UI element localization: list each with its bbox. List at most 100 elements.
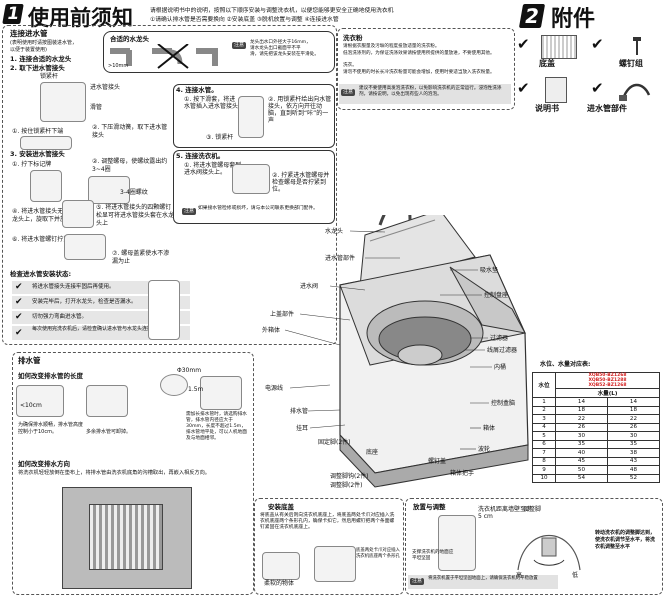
washer-step-1: ①. 将进水管螺母套到进水阀接头上。 [184,162,242,176]
faucet-box-title: 合适的水龙头 [110,35,149,43]
connect-washer-box [173,150,335,224]
water-table-title: 水位、水量对应表: [540,361,591,368]
table-cell: 48 [606,465,661,475]
part-inner-tub: 内桶 [494,364,507,371]
accessory-item-manual: ✔ 说明书 [515,77,583,115]
connect-step-1: ①. 按下滑套，将进水管插入进水管接头 [184,96,239,110]
faucet-note: 龙头出水口外径大于16mm， 请水龙头出口截面平不平 滑，请先把该龙头安装在平滑… [250,40,319,57]
part-drain-hose: 排水管 [290,408,309,415]
detergent-panel [337,28,515,110]
part-pulsator: 波轮 [478,446,491,453]
part-adjust-foot: 调整脚钩(2件) [330,473,369,480]
table-cell: 14 [606,397,661,407]
placement-panel [405,498,663,595]
inlet-connector-label: 进水管接头 [90,84,121,91]
inlet-step-1: 1. 连接合适的水龙头 [10,55,72,63]
slide-pull-label: 滑管 [90,104,103,111]
table-cell: 40 [555,448,608,458]
drain-change-dir: 如何改变排水方向 [18,460,70,468]
table-cell: 35 [606,439,661,449]
table-cell: 30 [555,431,608,441]
part-fixing-bolt: 固定脚(2件) [318,439,351,446]
table-cell: 22 [606,414,661,424]
drain-hose-coil [160,374,188,396]
drain-title: 排水管 [18,356,41,365]
list-item: ✔每次使用完洗衣机后，请检查确认进水管与水龙头连接牢固。 [12,326,190,340]
part-lint-filter: 线屑过滤器 [487,347,518,354]
section-1-header: 1 使用前须知 [2,4,133,30]
table-cell: 7 [532,448,556,458]
part-control-panel: 控制盘座 [484,292,509,299]
bottom-cover-sketch-1 [262,552,300,580]
placement-sketch [438,515,476,571]
thread-label: 3-4圈螺纹 [120,189,148,196]
detergent-line-3: 洗衣。 [343,63,357,68]
detergent-note: 注意 建议不要使用高发泡洗衣粉，以免影响洗衣机的正常运行。浸泡性洗涤剂，请按说明… [339,84,511,104]
tighten-sketch [64,234,106,260]
part-cabinet: 外箱体 [262,327,281,334]
list-item: ✔将进水管接头连接牢固后再使用。 [12,281,190,294]
washer-title: 5. 连接洗衣机。 [176,152,225,160]
part-handle: 箱体把手 [450,470,475,477]
adjust-up: 高 [516,572,523,579]
accessory-label: 螺钉组 [619,59,643,68]
drain-length: 1.5m [188,386,204,393]
part-hook: 挂耳 [296,425,309,432]
drain-washer-sketch [200,376,242,410]
detergent-line-1: 请根据衣服量及污垢的程度投放适量的洗衣粉。 [343,44,440,49]
part-power-cord: 电源线 [265,385,284,392]
check-icon: ✔ [15,328,23,338]
table-cell: 18 [606,405,661,415]
check-icon: ✔ [15,282,23,292]
washer-sketch [232,164,270,194]
inlet-step-b6: ⑥. 将进水管螺钉拧紧 [12,236,70,243]
bottom-cover-label-soft: 柔软的物体 [264,580,295,587]
accessory-label: 底盖 [539,59,555,68]
faucet-box [103,31,335,73]
nut-sketch [30,170,62,202]
list-item: ✔安装完毕后，打开水龙头，检查是否漏水。 [12,296,190,309]
inlet-step-b7: ⑦. 螺母盖紧使水不渗漏为止 [112,250,170,265]
adjust-side-note: 转动洗衣机的调整脚达到，使洗衣机调节至水平，将洗衣机调整至水平 [595,530,656,550]
note-tag: 注意 [182,208,197,215]
accessory-item-bottom-cover: ✔ 底盖 [515,35,583,71]
table-header-volume: 水量(L) [555,388,660,398]
check-title: 检查进水管安装状态: [10,270,72,278]
faucet-illustrations [110,44,218,69]
bottom-cover-label-claws: 底盖两处卡爪对应插入洗衣机底座两个条形孔 [356,548,400,559]
note-tag: 注意 [341,89,356,96]
base-grille [89,504,163,570]
drain-warn-note: 需加长排水管时，请选购排水管，排水管内径应大于30mm，长度不超过1.5m，排水… [186,412,247,441]
table-cell: 4 [532,422,556,432]
inlet-step-b5: ⑤. 将进水管接头的四颗螺钉松显可将进水管接头套在水龙头上 [96,204,175,227]
placement-title: 放置与调整 [413,503,446,511]
table-cell: 9 [532,465,556,475]
accessory-item-inlet-hose: ✔ 进水管部件 [587,77,661,115]
part-faucet: 水龙头 [325,228,344,235]
table-header-models: XQB50-BZ1268 XQB50-BZ1288 XQB52-BZ1268 [555,372,660,389]
connector-sketch-2 [20,136,72,150]
thread-sketch [88,176,130,204]
table-cell: 38 [606,448,661,458]
drain-diameter: Φ30mm [177,367,202,374]
table-cell: 10 [532,473,556,483]
inlet-step-a1: ①. 按住锁紧杆下端 [12,128,64,135]
bottom-cover-icon [541,35,577,59]
check-icon: ✔ [517,35,530,53]
table-cell: 14 [555,397,608,407]
accessory-item-screws: ✔ 螺钉组 [589,35,657,71]
inlet-subtitle: (表明使用时请按图装进水管， 以便于装置使用) [10,40,77,53]
intro-line-2: ①请确认排水管是否需要换向 ②安装底盖 ③脱机放置与调整 ④连接进水管 [150,17,339,23]
drain-bad-sketch [86,385,128,417]
part-base: 底座 [366,449,379,456]
table-cell: 18 [555,405,608,415]
accessories-title: 附件 [551,7,596,32]
inlet-step-b2: ②. 调整螺母，使螺纹露出约3~4圈 [92,158,168,173]
table-cell: 2 [532,405,556,415]
install-connector-title: 3. 安装进水管接头 [10,150,65,158]
accessories-grid: ✔ 底盖 ✔ 螺钉组 ✔ 说明书 ✔ 进水管部件 [515,35,660,117]
